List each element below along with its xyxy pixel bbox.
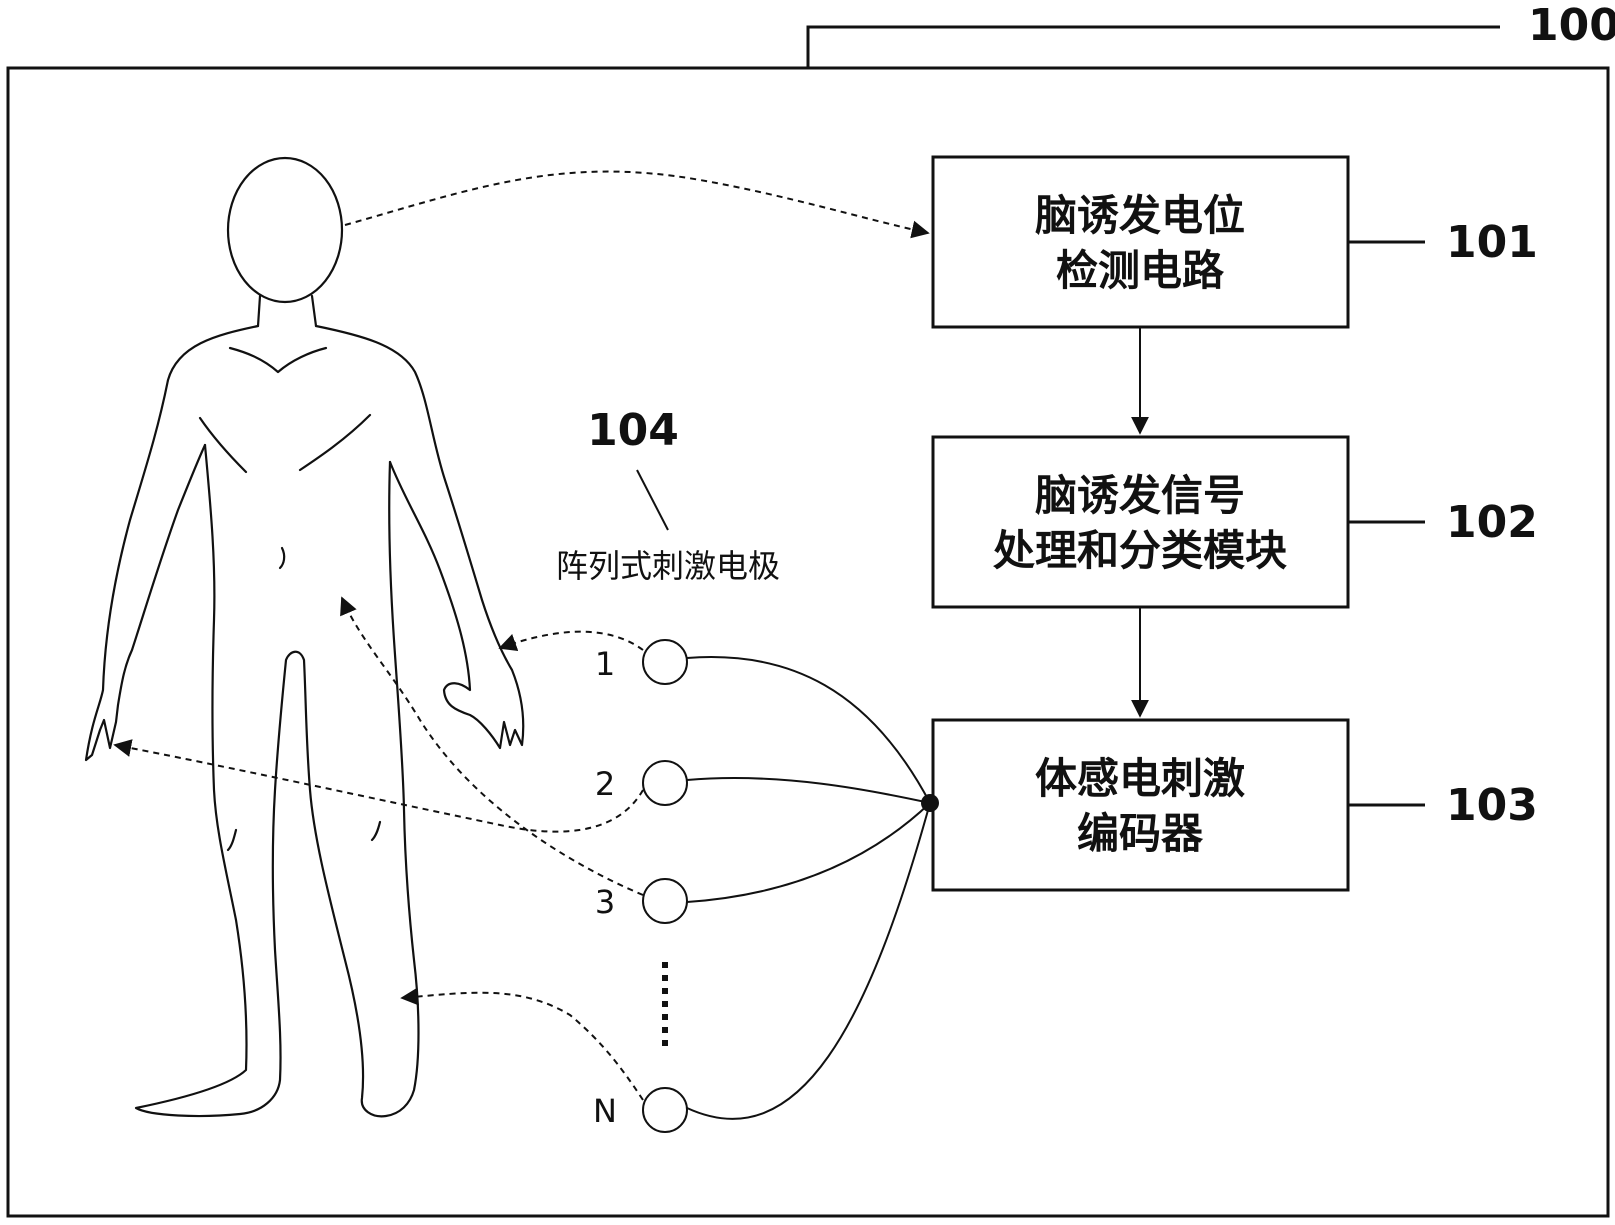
system-frame — [8, 68, 1608, 1216]
electrode-wires — [687, 657, 939, 1119]
signal-processing-line-2: 处理和分类模块 — [993, 526, 1287, 575]
head-to-detection-arrow — [345, 172, 928, 233]
electrode-array-leader — [637, 470, 668, 530]
system-ref-label: 100 — [1528, 0, 1615, 51]
human-figure — [86, 158, 523, 1116]
detection-circuit-line-1: 脑诱发电位 — [1035, 191, 1245, 240]
electrode-1-label: 1 — [595, 645, 615, 683]
electrode-2-label: 2 — [595, 765, 615, 803]
signal-processing-ref: 102 — [1446, 497, 1538, 548]
wire-junction-dot — [921, 794, 939, 812]
system-ref-leader — [808, 27, 1500, 68]
stimulation-encoder-line-2: 编码器 — [1077, 809, 1204, 858]
electrode-n: N — [593, 1088, 687, 1132]
electrode-n-label: N — [593, 1092, 617, 1130]
detection-circuit-line-2: 检测电路 — [1056, 246, 1225, 295]
stimulation-encoder-block: 体感电刺激 编码器 103 — [933, 720, 1538, 890]
electrode-array-ref: 104 — [587, 405, 679, 456]
detection-circuit-ref: 101 — [1446, 217, 1538, 268]
stim-arrow-electrode-1 — [500, 632, 643, 650]
stim-arrow-electrode-3 — [342, 598, 643, 895]
electrode-2: 2 — [595, 761, 687, 805]
stim-arrow-electrode-2 — [115, 745, 643, 832]
stimulation-encoder-ref: 103 — [1446, 780, 1538, 831]
stim-arrow-electrode-n — [402, 993, 643, 1100]
signal-processing-block: 脑诱发信号 处理和分类模块 102 — [933, 437, 1538, 607]
electrode-3-label: 3 — [595, 883, 615, 921]
electrode-array-label: 阵列式刺激电极 — [556, 547, 780, 585]
electrode-1: 1 — [595, 640, 687, 684]
signal-processing-line-1: 脑诱发信号 — [1035, 471, 1245, 520]
electrode-3: 3 — [595, 879, 687, 923]
stimulation-encoder-line-1: 体感电刺激 — [1035, 754, 1245, 803]
detection-circuit-block: 脑诱发电位 检测电路 101 — [933, 157, 1538, 327]
